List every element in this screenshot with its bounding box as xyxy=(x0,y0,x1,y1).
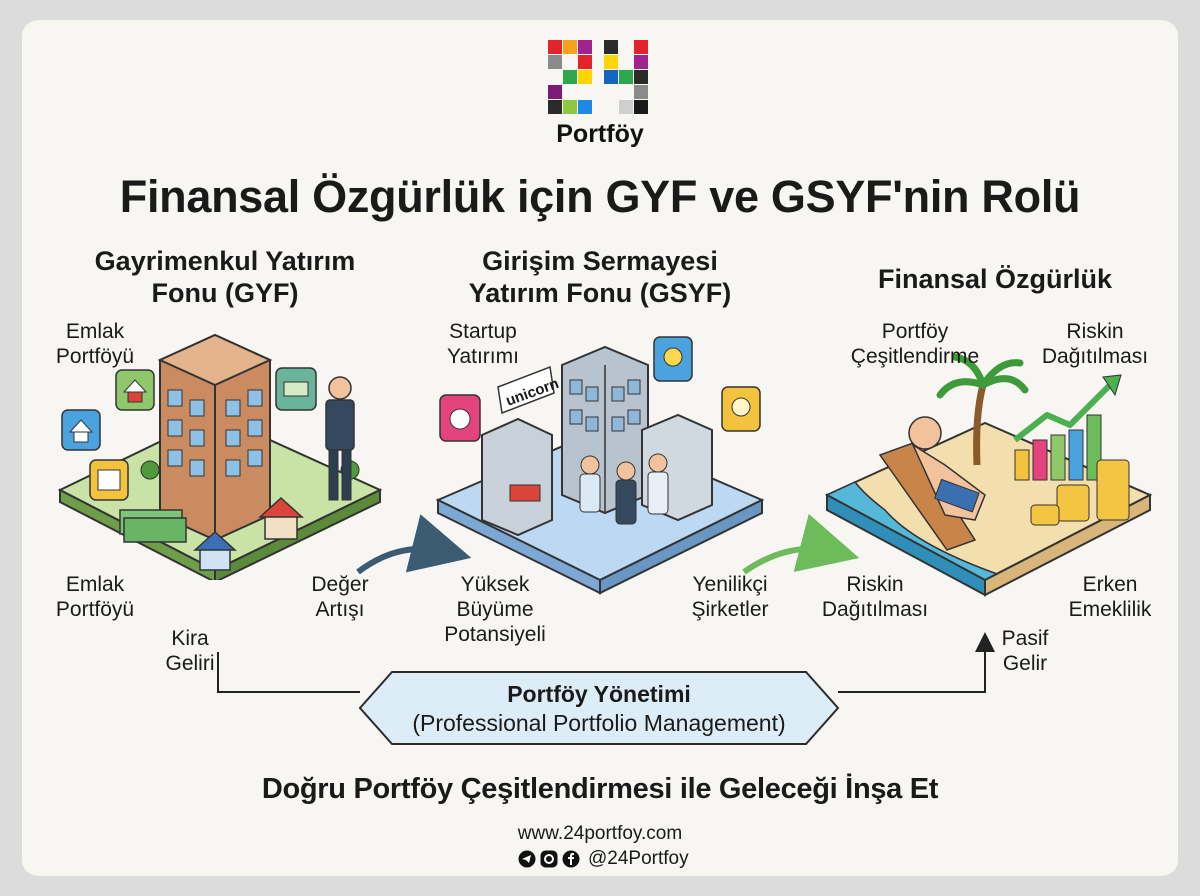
unicorn-badge-icon xyxy=(439,394,481,442)
label-deger-artisi-line2: Artışı xyxy=(315,597,365,621)
label-yuksek-buyume-line1: Yüksek xyxy=(460,573,530,596)
connector-right xyxy=(838,632,995,693)
section-title-gyf: Gayrimenkul Yatırım Fonu (GYF) xyxy=(60,246,390,310)
label-pasif-gelir-line2: Gelir xyxy=(1002,651,1048,675)
logo-word: Portföy xyxy=(556,120,644,148)
label-riskin-dagitilmasi-bottom-line1: Riskin xyxy=(846,573,904,596)
label-erken-emeklilik-line1: Erken xyxy=(1082,573,1138,596)
label-riskin-dagitilmasi-top-line2: Dağıtılması xyxy=(1041,344,1149,368)
social-handle[interactable]: @24Portfoy xyxy=(588,848,689,869)
section-title-gsyf: Girişim Sermayesi Yatırım Fonu (GSYF) xyxy=(430,246,770,310)
section-title-gsyf-line2: Yatırım Fonu (GSYF) xyxy=(468,277,732,308)
label-yuksek-buyume: Yüksek Büyüme Potansiyeli xyxy=(425,573,565,647)
instagram-icon[interactable] xyxy=(540,850,558,868)
section-title-gyf-line1: Gayrimenkul Yatırım xyxy=(94,246,356,276)
label-riskin-dagitilmasi-bottom-line2: Dağıtılması xyxy=(821,597,929,621)
label-riskin-dagitilmasi-top: Riskin Dağıtılması xyxy=(1030,320,1160,370)
lightbulb-badge-icon-2 xyxy=(721,386,761,432)
calendar-icon xyxy=(89,459,129,501)
label-emlak-portfoyu-bottom-line2: Portföyü xyxy=(55,597,135,621)
arrow-gyf-to-gsyf xyxy=(356,514,472,575)
gsyf-platform-side-right xyxy=(599,498,763,595)
lightbulb-badge-icon xyxy=(653,336,693,382)
logo-24-mosaic xyxy=(548,40,648,114)
gsyf-illustration: unicorn xyxy=(435,336,765,595)
label-deger-artisi-line1: Değer xyxy=(311,573,369,596)
label-yenilikci-sirketler: Yenilikçi Şirketler xyxy=(670,573,790,623)
section-title-gyf-line2: Fonu (GYF) xyxy=(151,277,299,308)
label-pasif-gelir-line1: Pasif xyxy=(1001,627,1049,650)
label-startup-yatirimi: Startup Yatırımı xyxy=(428,320,538,370)
portfolio-management-subtitle: (Professional Portfolio Management) xyxy=(412,710,786,736)
label-startup-yatirimi-line1: Startup xyxy=(449,320,517,343)
label-emlak-portfoyu-top-line2: Portföyü xyxy=(55,344,135,368)
coin-stack-icon xyxy=(1030,459,1130,526)
relaxing-man-icon xyxy=(908,416,986,521)
label-kira-geliri-line1: Kira xyxy=(171,627,209,650)
house-icon-blue xyxy=(193,530,237,571)
portfolio-management-title: Portföy Yönetimi xyxy=(507,681,691,707)
sea-water xyxy=(825,481,1003,581)
office-building-icon-left xyxy=(481,417,553,537)
home-badge-icon-2 xyxy=(115,369,155,411)
label-emlak-portfoyu-bottom: Emlak Portföyü xyxy=(40,573,150,623)
arrow-gsyf-to-ff xyxy=(742,513,860,575)
section-title-gsyf-line1: Girişim Sermayesi xyxy=(482,246,718,276)
label-riskin-dagitilmasi-top-line1: Riskin xyxy=(1066,320,1124,343)
telegram-icon[interactable] xyxy=(518,850,536,868)
label-deger-artisi: Değer Artışı xyxy=(290,573,390,623)
palm-tree-icon xyxy=(936,353,1029,466)
portfolio-management-box xyxy=(358,671,840,745)
facebook-icon[interactable] xyxy=(562,850,580,868)
website-link[interactable]: www.24portfoy.com xyxy=(517,823,683,844)
label-pasif-gelir: Pasif Gelir xyxy=(980,627,1070,677)
tagline: Doğru Portföy Çeşitlendirmesi ile Gelece… xyxy=(261,773,939,805)
label-portfoy-cesitlendirme-line2: Çeşitlendirme xyxy=(850,344,980,368)
label-portfoy-cesitlendirme: Portföy Çeşitlendirme xyxy=(845,320,985,370)
label-portfoy-cesitlendirme-line1: Portföy xyxy=(881,320,949,343)
label-yuksek-buyume-line3: Potansiyeli xyxy=(444,622,546,646)
home-badge-icon xyxy=(61,409,101,451)
label-yuksek-buyume-line2: Büyüme xyxy=(456,597,534,621)
money-stack-icon xyxy=(119,509,187,543)
house-icon xyxy=(258,496,304,540)
label-yenilikci-sirketler-line1: Yenilikçi xyxy=(692,573,768,596)
label-kira-geliri-line2: Geliri xyxy=(165,651,215,675)
label-yenilikci-sirketler-line2: Şirketler xyxy=(691,597,769,621)
money-badge-icon xyxy=(275,367,317,411)
gyf-illustration xyxy=(57,333,383,580)
businessman-icon xyxy=(325,376,355,501)
label-emlak-portfoyu-top: Emlak Portföyü xyxy=(40,320,150,370)
connector-left xyxy=(217,652,360,693)
label-startup-yatirimi-line2: Yatırımı xyxy=(447,344,519,368)
ff-illustration xyxy=(825,353,1153,597)
beach-chair-icon xyxy=(878,442,977,551)
label-riskin-dagitilmasi-bottom: Riskin Dağıtılması xyxy=(810,573,940,623)
label-kira-geliri: Kira Geliri xyxy=(140,627,240,677)
label-emlak-portfoyu-bottom-line1: Emlak xyxy=(65,573,125,596)
label-emlak-portfoyu-top-line1: Emlak xyxy=(65,320,125,343)
section-title-ff: Finansal Özgürlük xyxy=(877,264,1113,294)
label-erken-emeklilik-line2: Emeklilik xyxy=(1068,597,1152,621)
social-row: @24Portfoy xyxy=(518,848,689,870)
page-title: Finansal Özgürlük için GYF ve GSYF'nin R… xyxy=(119,171,1081,222)
growth-chart-icon xyxy=(1013,374,1122,481)
team-people-icon xyxy=(579,453,669,525)
label-erken-emeklilik: Erken Emeklilik xyxy=(1050,573,1170,623)
